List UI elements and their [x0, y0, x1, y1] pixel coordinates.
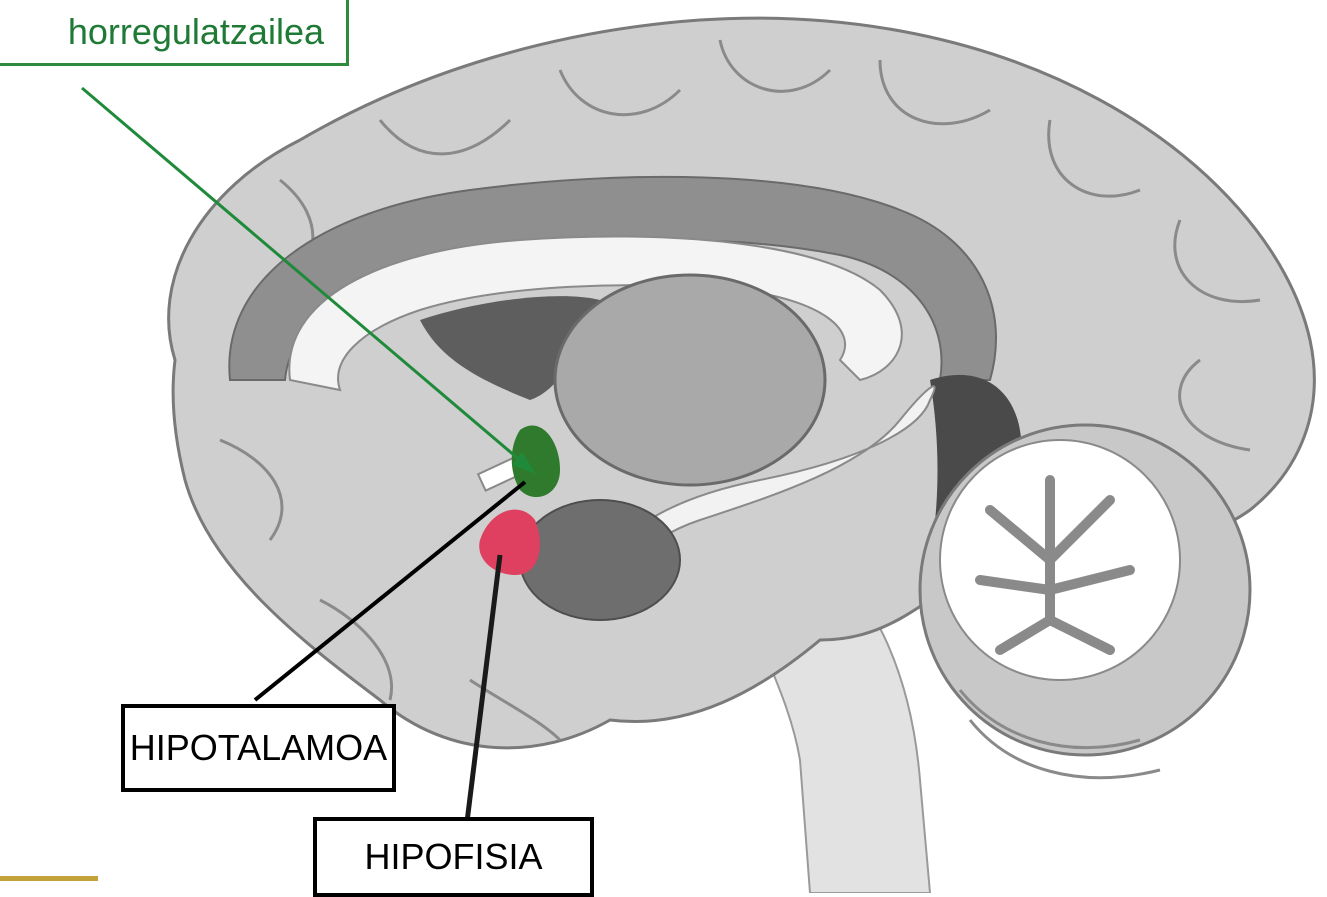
label-neurohormone-center-text: horregulatzailea — [68, 14, 324, 50]
label-pituitary-text: HIPOFISIA — [364, 839, 542, 875]
label-pituitary: HIPOFISIA — [313, 817, 594, 897]
label-hypothalamus: HIPOTALAMOA — [121, 704, 396, 792]
label-hypothalamus-text: HIPOTALAMOA — [130, 730, 387, 766]
label-neurohormone-center: horregulatzailea — [0, 0, 349, 66]
midbrain — [520, 500, 680, 620]
thalamus — [555, 275, 825, 485]
cerebellum — [920, 425, 1250, 778]
accent-rule — [0, 876, 98, 881]
